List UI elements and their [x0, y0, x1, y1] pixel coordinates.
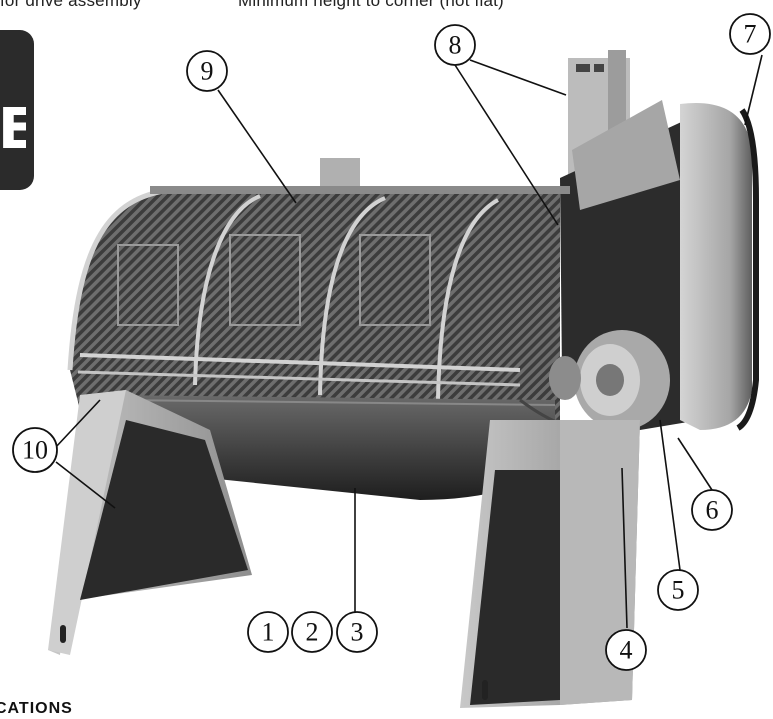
callout-9: 9	[186, 50, 228, 92]
callout-5: 5	[657, 569, 699, 611]
callout-10-label: 10	[22, 436, 48, 465]
callout-1: 1	[247, 611, 289, 653]
drive-belt-pulley	[680, 102, 759, 431]
callout-2: 2	[291, 611, 333, 653]
callout-9-label: 9	[201, 57, 214, 86]
left-leg	[48, 390, 252, 655]
callout-3-label: 3	[351, 618, 364, 647]
drum-mesh-cover	[67, 158, 570, 420]
callout-6-label: 6	[706, 496, 719, 525]
callout-2-label: 2	[306, 618, 319, 647]
callout-4-label: 4	[620, 636, 633, 665]
section-tab-letter: E	[0, 102, 26, 158]
callout-4: 4	[605, 629, 647, 671]
callout-markers: 1 2 3 4 5 6 7 8 9 10	[12, 13, 771, 671]
callout-leaders	[54, 54, 763, 629]
callout-8-label: 8	[449, 31, 462, 60]
drive-motor	[519, 330, 670, 432]
header-mid-text: Minimum height to corner (not flat)	[238, 0, 504, 10]
section-tab: E	[0, 30, 34, 190]
section-heading: CATIONS	[0, 700, 73, 717]
header-left-text: for drive assembly	[0, 0, 142, 10]
callout-10: 10	[12, 427, 58, 473]
callout-8: 8	[434, 24, 476, 66]
callout-5-label: 5	[672, 576, 685, 605]
right-leg	[460, 420, 640, 708]
callout-6: 6	[691, 489, 733, 531]
callout-1-label: 1	[262, 618, 275, 647]
callout-7: 7	[729, 13, 771, 55]
callout-7-label: 7	[744, 20, 757, 49]
callout-3: 3	[336, 611, 378, 653]
